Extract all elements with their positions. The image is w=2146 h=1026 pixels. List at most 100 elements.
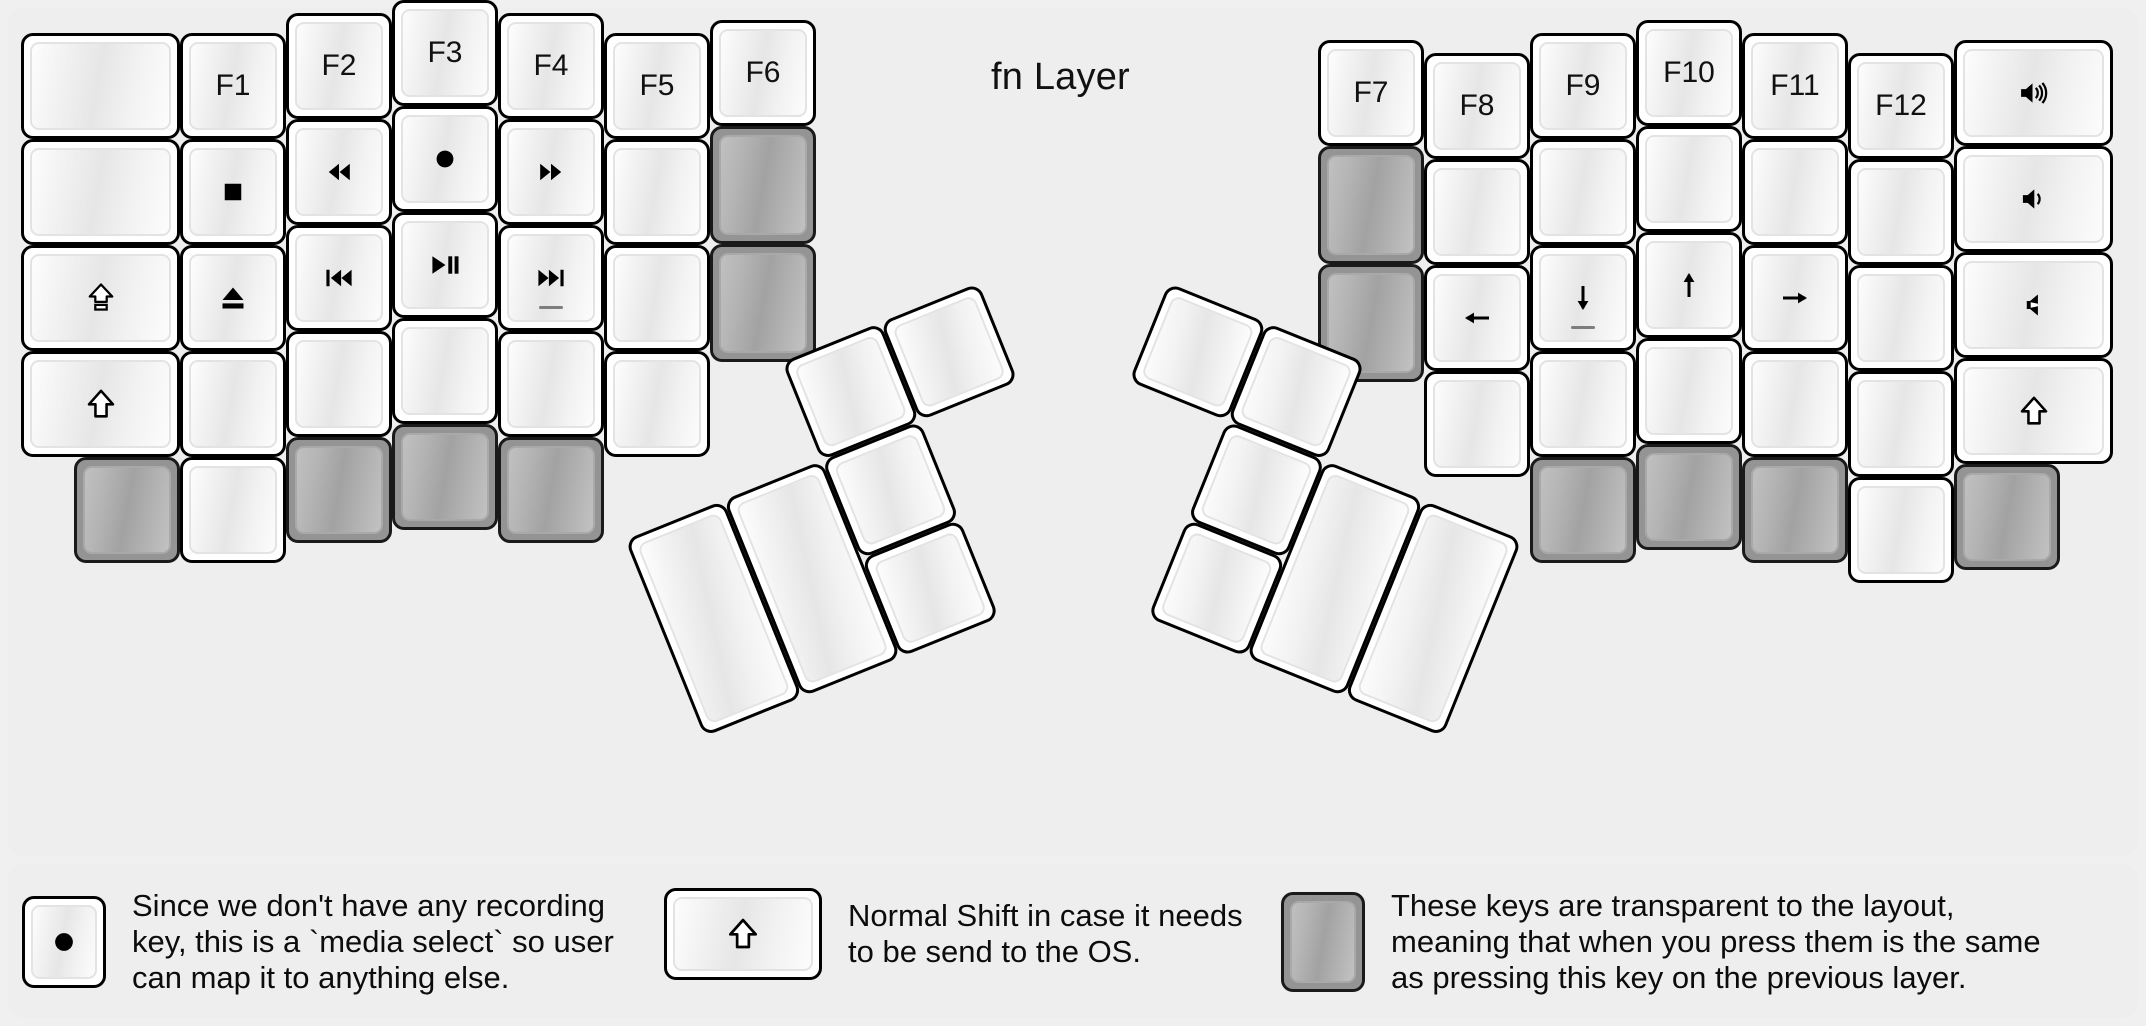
arrow-up-icon (1683, 273, 1695, 297)
arrow-down-icon (1577, 286, 1589, 310)
key-l-c4-r4[interactable] (498, 437, 604, 543)
key-r-c3-r2[interactable] (1636, 232, 1742, 338)
key-l-c6-r1[interactable] (710, 126, 816, 244)
arrow-left-icon (1465, 312, 1489, 324)
key-r-c6-r1[interactable] (1954, 146, 2113, 252)
keycap-face (1539, 360, 1627, 448)
key-l-c6-r0[interactable]: F6 (710, 20, 816, 126)
key-r-c4-r2[interactable] (1742, 245, 1848, 351)
key-l-c1-r4[interactable] (180, 457, 286, 563)
keycap-face (1645, 347, 1733, 435)
keycap-face (613, 360, 701, 448)
keycap-face (189, 360, 277, 448)
key-l-c4-r0[interactable]: F4 (498, 13, 604, 119)
shift-icon (83, 386, 119, 422)
keycap-face (1290, 900, 1356, 983)
media-play-pause-icon (427, 247, 463, 283)
key-r-c2-r2[interactable] (1530, 245, 1636, 351)
key-l-c3-r3[interactable] (392, 318, 498, 424)
arrow-left-icon (1459, 300, 1495, 336)
key-r-c2-r1[interactable] (1530, 139, 1636, 245)
arrow-down-icon (1565, 280, 1601, 316)
key-l-c1-r3[interactable] (180, 351, 286, 457)
key-r-c0-r0[interactable]: F7 (1318, 40, 1424, 146)
key-l-c2-r1[interactable] (286, 119, 392, 225)
key-l-c4-r3[interactable] (498, 331, 604, 437)
key-l-c0-r4[interactable] (74, 457, 180, 563)
key-r-c3-r4[interactable] (1636, 444, 1742, 550)
keycap-face (1963, 367, 2104, 455)
key-r-c3-r1[interactable] (1636, 126, 1742, 232)
key-l-c3-r2[interactable] (392, 212, 498, 318)
key-l-c1-r0[interactable]: F1 (180, 33, 286, 139)
key-r-c5-r1[interactable] (1848, 159, 1954, 265)
keycap-face (872, 530, 988, 646)
key-r-c4-r3[interactable] (1742, 351, 1848, 457)
key-label: F4 (533, 49, 569, 82)
key-r-c6-r2[interactable] (1954, 252, 2113, 358)
keycap-face (295, 340, 383, 428)
key-r-c6-r3[interactable] (1954, 358, 2113, 464)
key-l-c3-r0[interactable]: F3 (392, 0, 498, 106)
key-l-c4-r2[interactable] (498, 225, 604, 331)
keycap-face: F5 (613, 42, 701, 130)
key-l-c5-r2[interactable] (604, 245, 710, 351)
keycap-face (401, 327, 489, 415)
key-l-c0-r3[interactable] (21, 351, 180, 457)
keycap-face (1963, 49, 2104, 137)
media-record-icon (55, 933, 73, 951)
key-r-c2-r0[interactable]: F9 (1530, 33, 1636, 139)
key-r-c1-r3[interactable] (1424, 371, 1530, 477)
keycap-face: F6 (719, 29, 807, 117)
keycap-face (1433, 168, 1521, 256)
key-r-c5-r2[interactable] (1848, 265, 1954, 371)
key-l-c3-r4[interactable] (392, 424, 498, 530)
key-l-c5-r3[interactable] (604, 351, 710, 457)
key-l-c0-r0[interactable] (21, 33, 180, 139)
key-l-c2-r4[interactable] (286, 437, 392, 543)
key-l-c1-r2[interactable] (180, 245, 286, 351)
key-label: F2 (321, 49, 357, 82)
key-l-c6-r2[interactable] (710, 244, 816, 362)
key-r-c2-r4[interactable] (1530, 457, 1636, 563)
key-r-c1-r0[interactable]: F8 (1424, 53, 1530, 159)
key-l-c0-r2[interactable] (21, 245, 180, 351)
key-r-c6-r0[interactable] (1954, 40, 2113, 146)
key-r-c4-r0[interactable]: F11 (1742, 33, 1848, 139)
key-r-c3-r0[interactable]: F10 (1636, 20, 1742, 126)
key-r-c4-r4[interactable] (1742, 457, 1848, 563)
key-l-c2-r3[interactable] (286, 331, 392, 437)
legend-record-description: Since we don't have any recording key, t… (132, 888, 614, 995)
keycap-face (1159, 530, 1275, 646)
keycap-face (1857, 274, 1945, 362)
key-l-c2-r2[interactable] (286, 225, 392, 331)
key-r-c4-r1[interactable] (1742, 139, 1848, 245)
key-l-c1-r1[interactable] (180, 139, 286, 245)
keycap-face (613, 148, 701, 236)
key-r-c5-r0[interactable]: F12 (1848, 53, 1954, 159)
key-r-c1-r2[interactable] (1424, 265, 1530, 371)
keycap-face (295, 128, 383, 216)
key-r-c1-r1[interactable] (1424, 159, 1530, 265)
media-fast-forward-icon (540, 163, 562, 181)
key-l-c5-r1[interactable] (604, 139, 710, 245)
key-r-c5-r4[interactable] (1848, 477, 1954, 583)
keycap-face (1857, 380, 1945, 468)
key-r-c0-r1[interactable] (1318, 146, 1424, 264)
key-r-c3-r3[interactable] (1636, 338, 1742, 444)
key-l-c2-r0[interactable]: F2 (286, 13, 392, 119)
key-l-c4-r1[interactable] (498, 119, 604, 225)
key-l-c3-r1[interactable] (392, 106, 498, 212)
keycap-face (1539, 148, 1627, 236)
key-r-c5-r3[interactable] (1848, 371, 1954, 477)
legend-shift-description: Normal Shift in case it needs to be send… (848, 898, 1243, 969)
keycap-face (1645, 241, 1733, 329)
legend-record-key-sample (22, 895, 106, 988)
key-l-c5-r0[interactable]: F5 (604, 33, 710, 139)
key-l-c0-r1[interactable] (21, 139, 180, 245)
key-r-c6-r4[interactable] (1954, 464, 2060, 570)
keycap-face (30, 360, 171, 448)
keycap-face (1539, 466, 1627, 554)
media-stop-icon (224, 183, 242, 201)
key-r-c2-r3[interactable] (1530, 351, 1636, 457)
